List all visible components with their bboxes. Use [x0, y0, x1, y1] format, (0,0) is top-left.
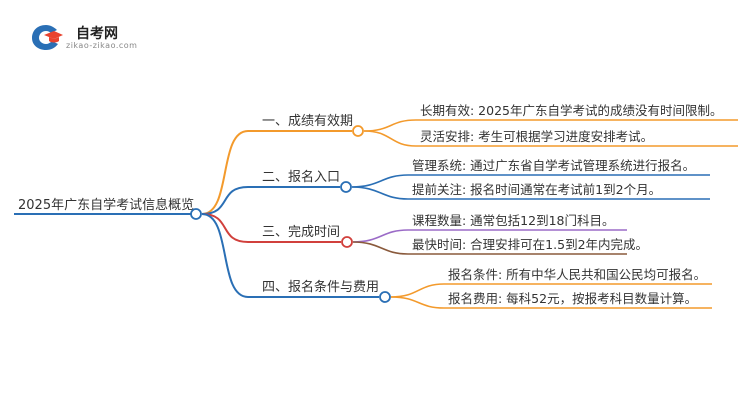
root-node-label: 2025年广东自学考试信息概览 — [18, 197, 194, 213]
leaf-label: 最快时间: 合理安排可在1.5到2年内完成。 — [412, 237, 648, 252]
branch-node-dot[interactable] — [352, 125, 364, 137]
leaf-label: 课程数量: 通常包括12到18门科目。 — [412, 213, 615, 228]
graduation-cap-icon — [32, 25, 63, 50]
branch-node-dot[interactable] — [340, 181, 352, 193]
branch-to-leaf-connector — [363, 119, 417, 132]
logo-subtitle: zikao-zikao.com — [66, 41, 138, 50]
branch-to-leaf-connector — [363, 130, 417, 147]
branch-to-leaf-connector — [390, 283, 445, 298]
leaf-label: 管理系统: 通过广东省自学考试管理系统进行报名。 — [412, 158, 695, 173]
leaf-label: 报名条件: 所有中华人民共和国公民均可报名。 — [448, 267, 706, 282]
branch-label: 一、成绩有效期 — [262, 114, 353, 129]
leaf-label: 报名费用: 每科52元，按报考科目数量计算。 — [448, 291, 697, 306]
branch-label: 三、完成时间 — [262, 225, 340, 240]
branch-to-leaf-connector — [351, 186, 409, 200]
site-logo[interactable]: 自考网 zikao-zikao.com — [30, 22, 170, 52]
root-to-branch-connector — [201, 213, 249, 298]
connector-lines — [14, 119, 738, 309]
leaf-label: 长期有效: 2025年广东自学考试的成绩没有时间限制。 — [420, 103, 723, 118]
branch-node-dot[interactable] — [379, 291, 391, 303]
branch-node-dot[interactable] — [341, 236, 353, 248]
branch-label: 四、报名条件与费用 — [262, 279, 379, 295]
root-to-branch-connector — [201, 186, 249, 215]
branch-to-leaf-connector — [352, 241, 409, 255]
leaf-label: 灵活安排: 考生可根据学习进度安排考试。 — [420, 129, 653, 144]
root-to-branch-connector — [201, 213, 249, 243]
branch-label: 二、报名入口 — [262, 169, 340, 185]
logo-title: 自考网 — [76, 26, 118, 42]
leaf-label: 提前关注: 报名时间通常在考试前1到2个月。 — [412, 182, 661, 197]
root-to-branch-connector — [201, 130, 249, 215]
branch-to-leaf-connector — [390, 296, 445, 309]
mind-map-nodes: 2025年广东自学考试信息概览 一、成绩有效期 长期有效: 2025年广东自学考试的… — [18, 103, 723, 306]
root-node-dot[interactable] — [190, 208, 202, 220]
branch-to-leaf-connector — [351, 174, 409, 188]
branch-to-leaf-connector — [352, 229, 409, 243]
